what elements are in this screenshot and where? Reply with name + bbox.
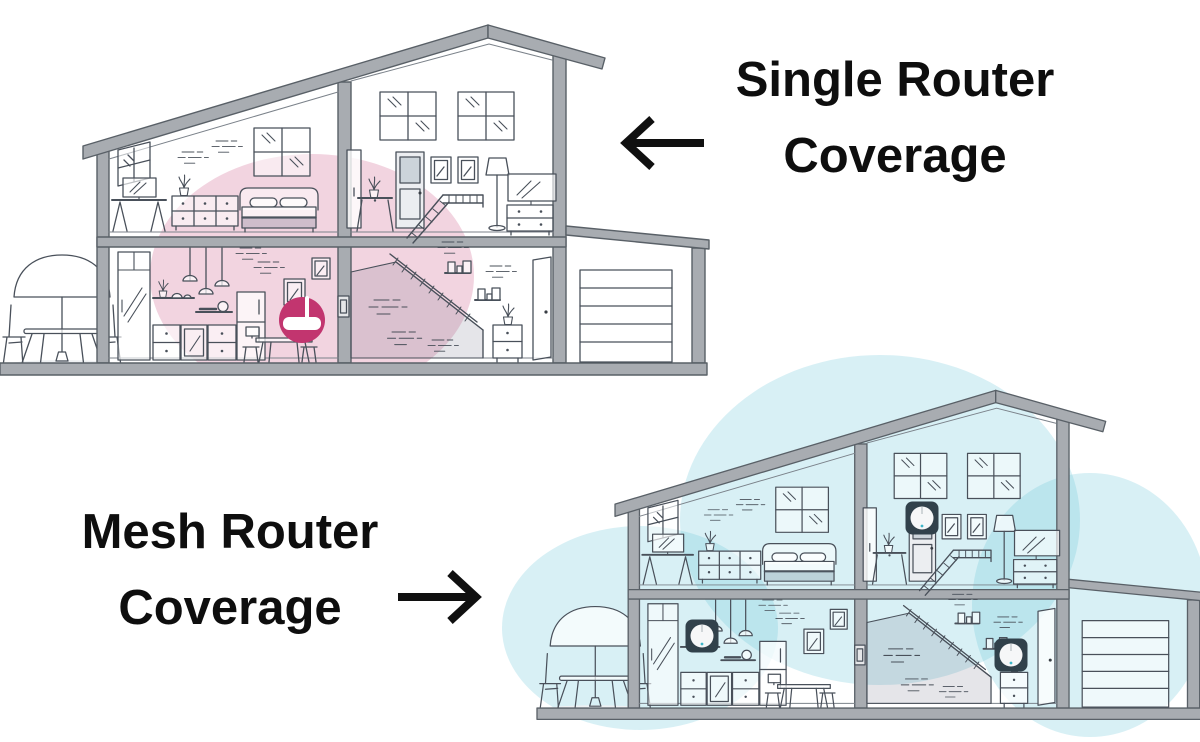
label-line: Coverage (783, 129, 1007, 183)
mesh-router-icon (685, 619, 719, 653)
mesh-router-icon (994, 638, 1028, 672)
single-router-coverage-label: Single Router Coverage (660, 42, 1130, 194)
mesh-router-coverage-label: Mesh Router Coverage (10, 494, 450, 646)
mesh-router-icon (905, 501, 939, 535)
single-router-house (0, 25, 709, 375)
label-line: Coverage (118, 581, 342, 635)
label-line: Mesh Router (81, 505, 379, 559)
left-arrow-icon (620, 116, 704, 170)
right-arrow-icon (398, 570, 482, 624)
single-router-icon (279, 296, 325, 343)
label-line: Single Router (735, 53, 1055, 107)
